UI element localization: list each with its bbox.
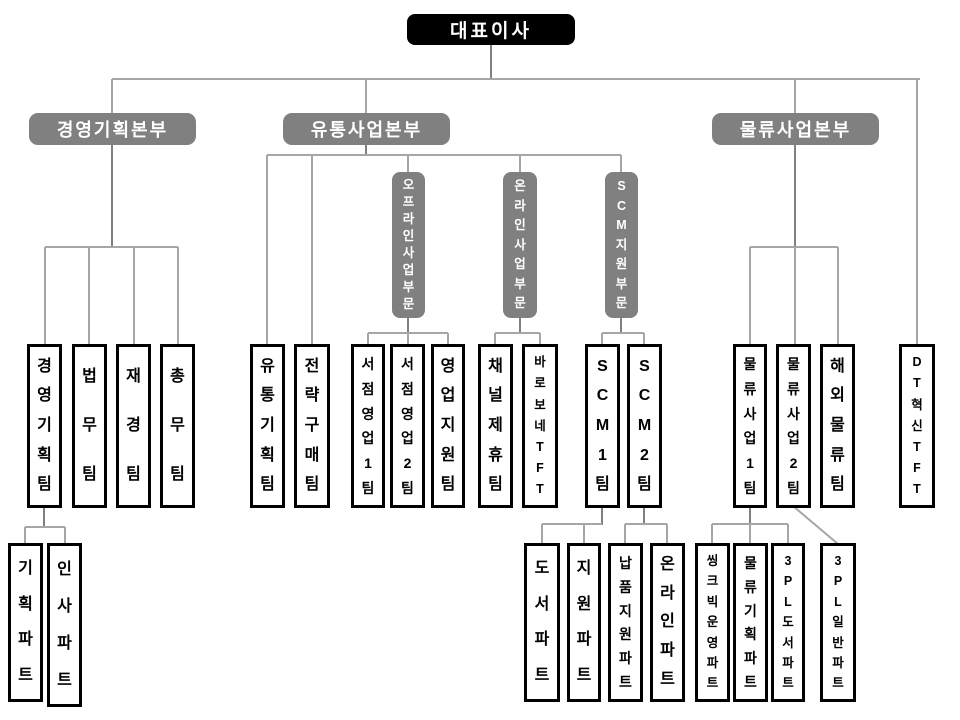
ceo-box: 대표이사 [407, 14, 575, 45]
division-logistics-business: 물류사업본부 [712, 113, 879, 145]
division-management-planning: 경영기획본부 [29, 113, 196, 145]
division-distribution-business: 유통사업본부 [283, 113, 450, 145]
